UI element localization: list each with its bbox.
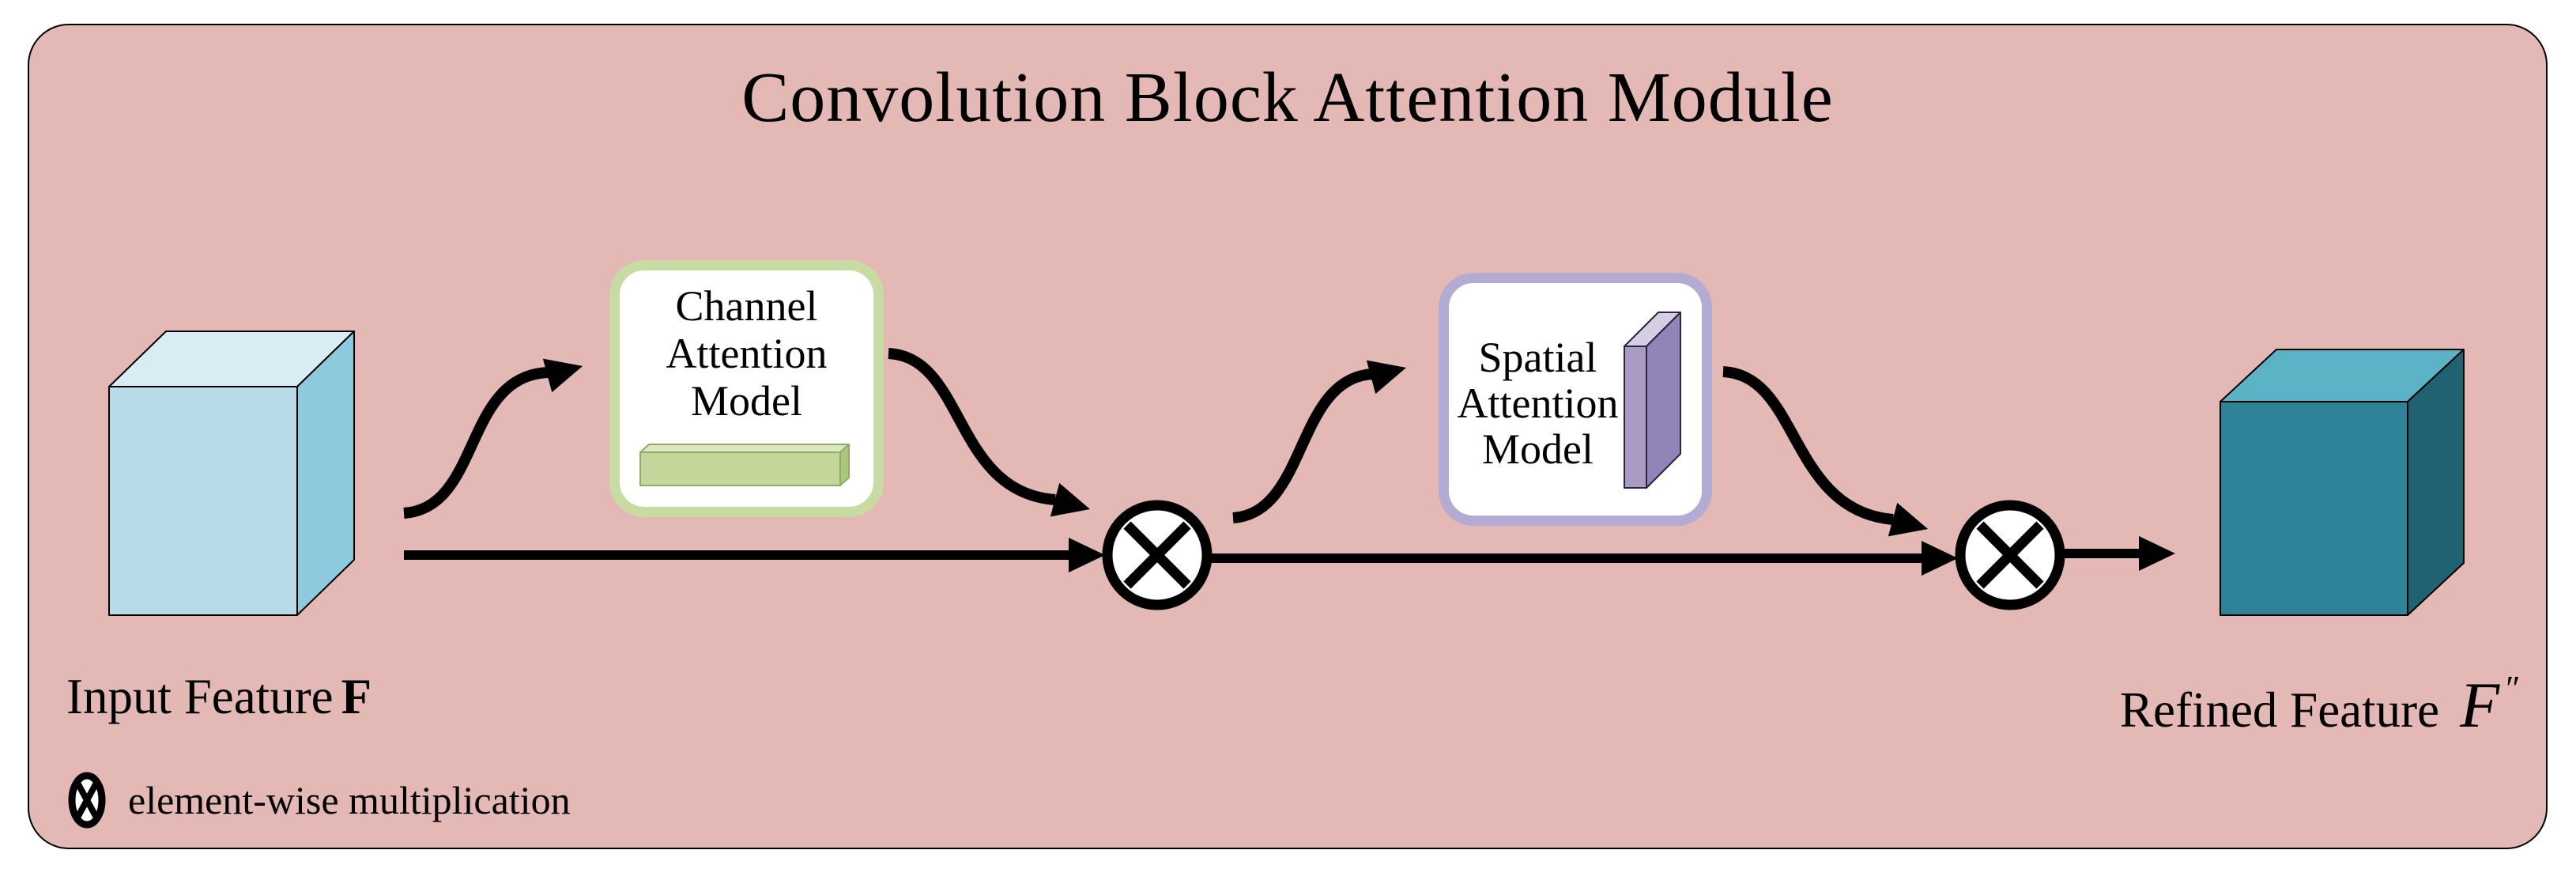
channel-attention-label: Channel Attention Model bbox=[666, 282, 828, 425]
input-feature-text: Input Feature bbox=[66, 669, 334, 724]
input-feature-symbol: F bbox=[341, 669, 372, 724]
legend-label: element-wise multiplication bbox=[128, 778, 571, 822]
refined-feature-label: Refined Feature F″ bbox=[2120, 669, 2521, 739]
legend: element-wise multiplication bbox=[68, 772, 571, 829]
multiply-legend-icon bbox=[68, 772, 106, 829]
diagram-title: Convolution Block Attention Module bbox=[741, 59, 1834, 137]
refined-feature-text: Refined Feature bbox=[2120, 682, 2440, 738]
spatial-attention-label: Spatial Attention Model bbox=[1457, 334, 1619, 473]
refined-feature-prime: ″ bbox=[2506, 669, 2521, 708]
refined-feature-symbol: F bbox=[2460, 669, 2500, 741]
